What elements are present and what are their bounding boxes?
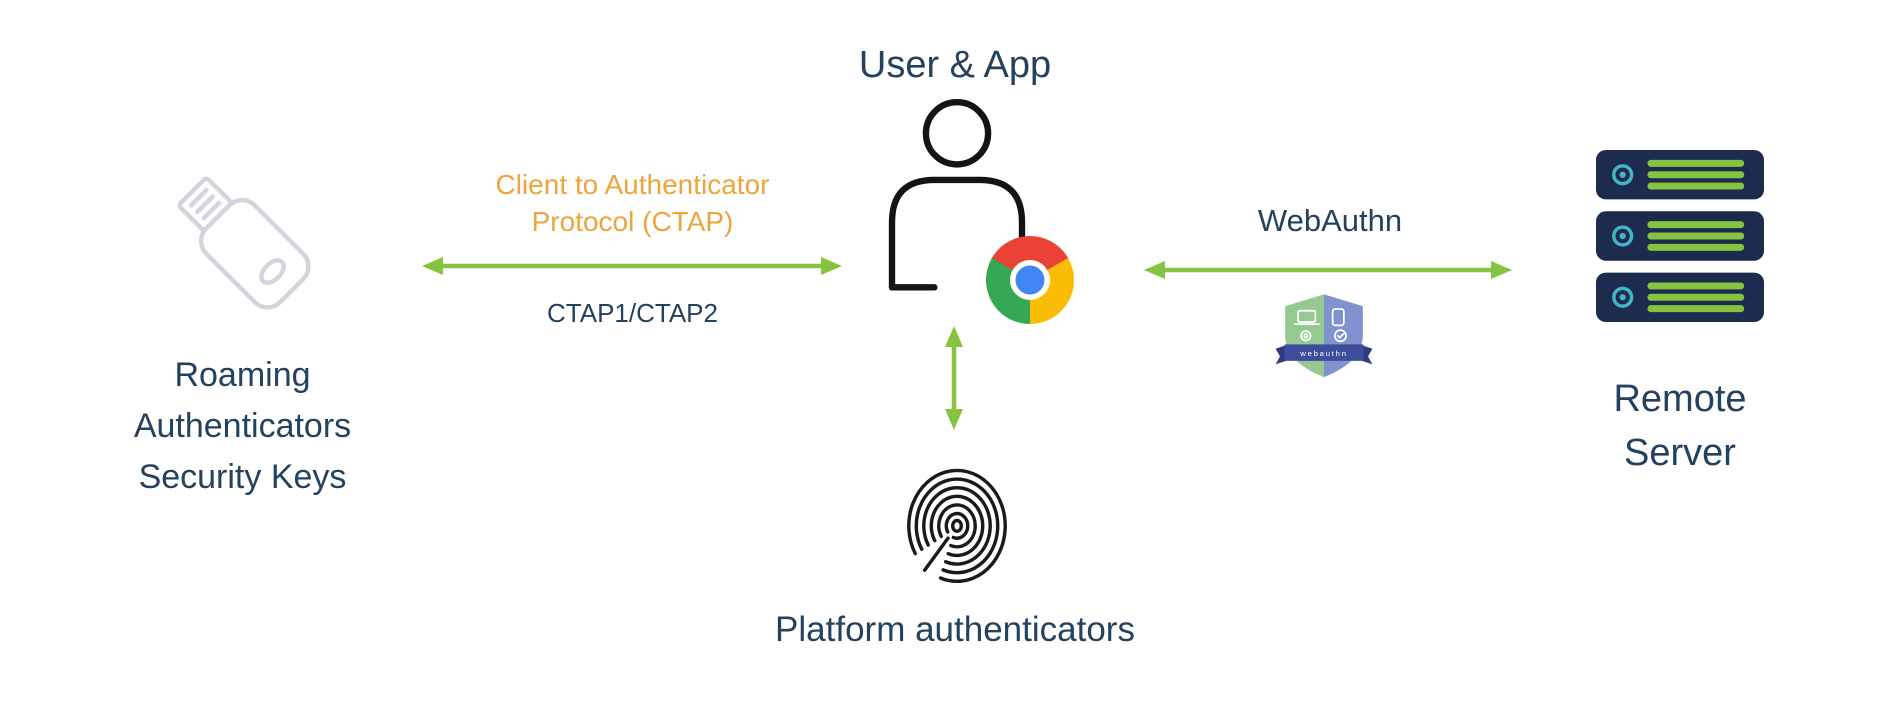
badge-wordmark: webauthn xyxy=(1299,349,1348,358)
security-key-icon xyxy=(177,176,311,310)
usb-keyring-hole xyxy=(259,258,286,285)
roaming-authenticators-label: Roaming Authenticators Security Keys xyxy=(133,356,352,496)
user-torso xyxy=(888,176,1026,291)
platform-arrow xyxy=(945,326,963,430)
remote-server-label: Remote Server xyxy=(1613,378,1747,474)
laptop-glyph xyxy=(1297,309,1317,323)
user-app-label: User & App xyxy=(858,44,1052,86)
chrome-inner-ring xyxy=(1010,260,1050,300)
server-unit xyxy=(1596,150,1764,200)
chrome-blue-dot xyxy=(1015,265,1045,295)
chrome-browser-icon xyxy=(986,236,1074,324)
fingerprint-icon xyxy=(907,468,1007,584)
user-icon xyxy=(888,99,1026,291)
platform-authenticators-label: Platform authenticators xyxy=(775,610,1135,649)
ctap-versions-label: CTAP1/CTAP2 xyxy=(547,298,718,328)
check-glyph xyxy=(1333,329,1347,343)
webauthn-badge-icon: webauthn xyxy=(1275,292,1373,380)
webauthn-protocol-label: WebAuthn xyxy=(1257,203,1403,238)
ctap-protocol-label: Client to Authenticator Protocol (CTAP) xyxy=(495,169,770,237)
usb-body xyxy=(198,197,311,310)
user-head xyxy=(922,99,992,168)
server-unit xyxy=(1596,211,1764,261)
remote-server-icon xyxy=(1596,150,1764,322)
server-unit xyxy=(1596,272,1764,322)
phone-glyph xyxy=(1331,308,1345,327)
fingerprint-glyph xyxy=(1300,330,1312,342)
webauthn-arrow xyxy=(1144,261,1512,279)
ctap-arrow xyxy=(422,257,842,275)
